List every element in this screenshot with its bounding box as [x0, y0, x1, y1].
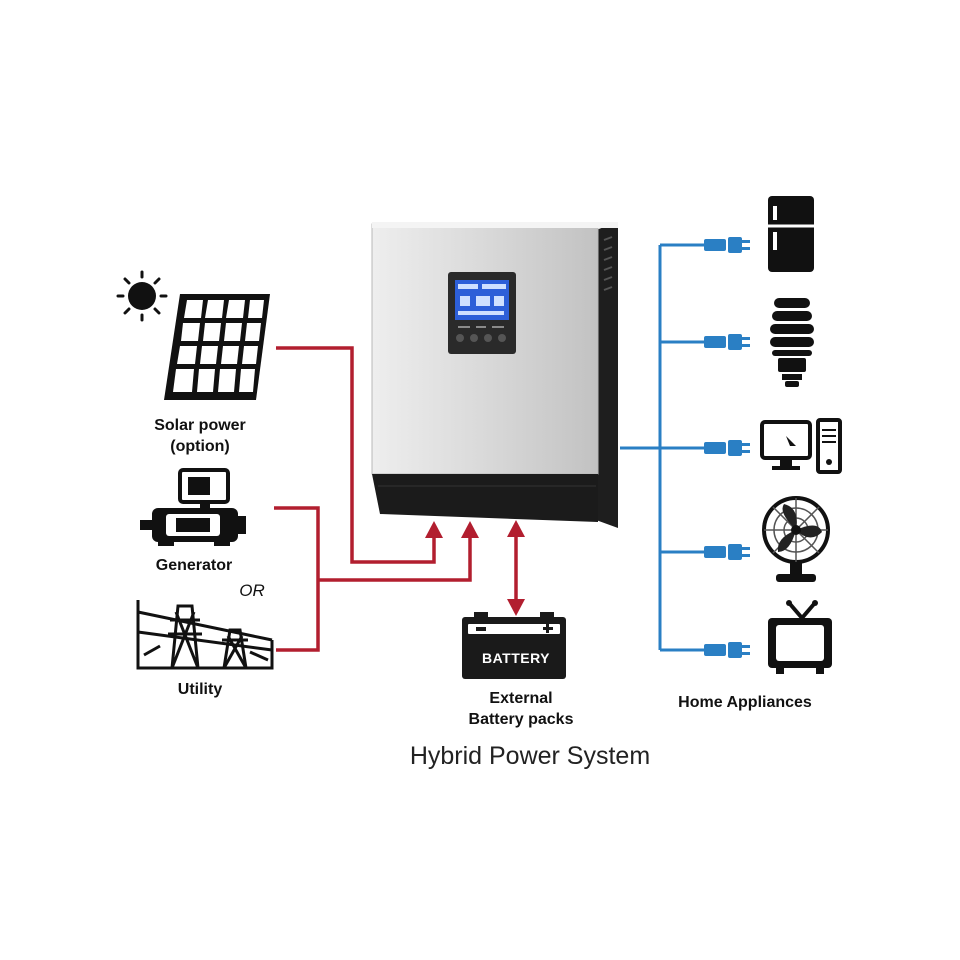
diagram-title: Hybrid Power System — [409, 742, 651, 770]
side-vents — [603, 236, 613, 291]
solar-arrowhead — [425, 521, 443, 538]
inverter-top-edge — [372, 222, 618, 228]
fan-icon — [762, 496, 830, 582]
inverter-base — [372, 474, 598, 522]
desktop-computer-icon — [760, 418, 842, 474]
input-arrowheads — [425, 520, 525, 616]
sun-icon — [116, 270, 168, 322]
cfl-bulb-icon — [770, 298, 814, 387]
lcd-readout — [458, 284, 506, 315]
plug-connectors — [704, 237, 750, 658]
solar-input-line — [276, 346, 436, 564]
solar-panel-icon — [164, 294, 270, 400]
plug-icon — [704, 642, 750, 658]
television-icon — [768, 600, 832, 674]
panel-button — [484, 334, 492, 342]
panel-button — [456, 334, 464, 342]
generator-arrowhead — [461, 521, 479, 538]
plug-icon — [704, 334, 750, 350]
inverter-unit — [371, 222, 618, 528]
status-leds — [458, 326, 504, 328]
generator-utility-merge-line — [318, 538, 472, 582]
home-appliances-label: Home Appliances — [678, 694, 812, 711]
utility-grid-icon — [136, 600, 274, 670]
generator-input-line — [274, 506, 320, 652]
solar-power-label: Solar power (option) — [154, 417, 246, 455]
refrigerator-icon — [768, 196, 814, 272]
plug-icon — [704, 544, 750, 560]
or-label: OR — [239, 581, 265, 600]
utility-label: Utility — [177, 681, 223, 698]
output-power-lines — [620, 243, 706, 652]
generator-label: Generator — [155, 557, 233, 574]
input-power-lines — [274, 346, 518, 652]
plug-icon — [704, 237, 750, 253]
battery-arrowhead-down — [507, 599, 525, 616]
inverter-side-panel — [596, 222, 618, 528]
plug-icon — [704, 440, 750, 456]
battery-plate-text: BATTERY — [481, 650, 551, 666]
battery-arrowhead-up — [507, 520, 525, 537]
generator-icon — [140, 468, 246, 546]
panel-button — [498, 334, 506, 342]
panel-button — [470, 334, 478, 342]
battery-icon — [462, 612, 566, 679]
external-battery-label: External Battery packs — [468, 690, 574, 728]
